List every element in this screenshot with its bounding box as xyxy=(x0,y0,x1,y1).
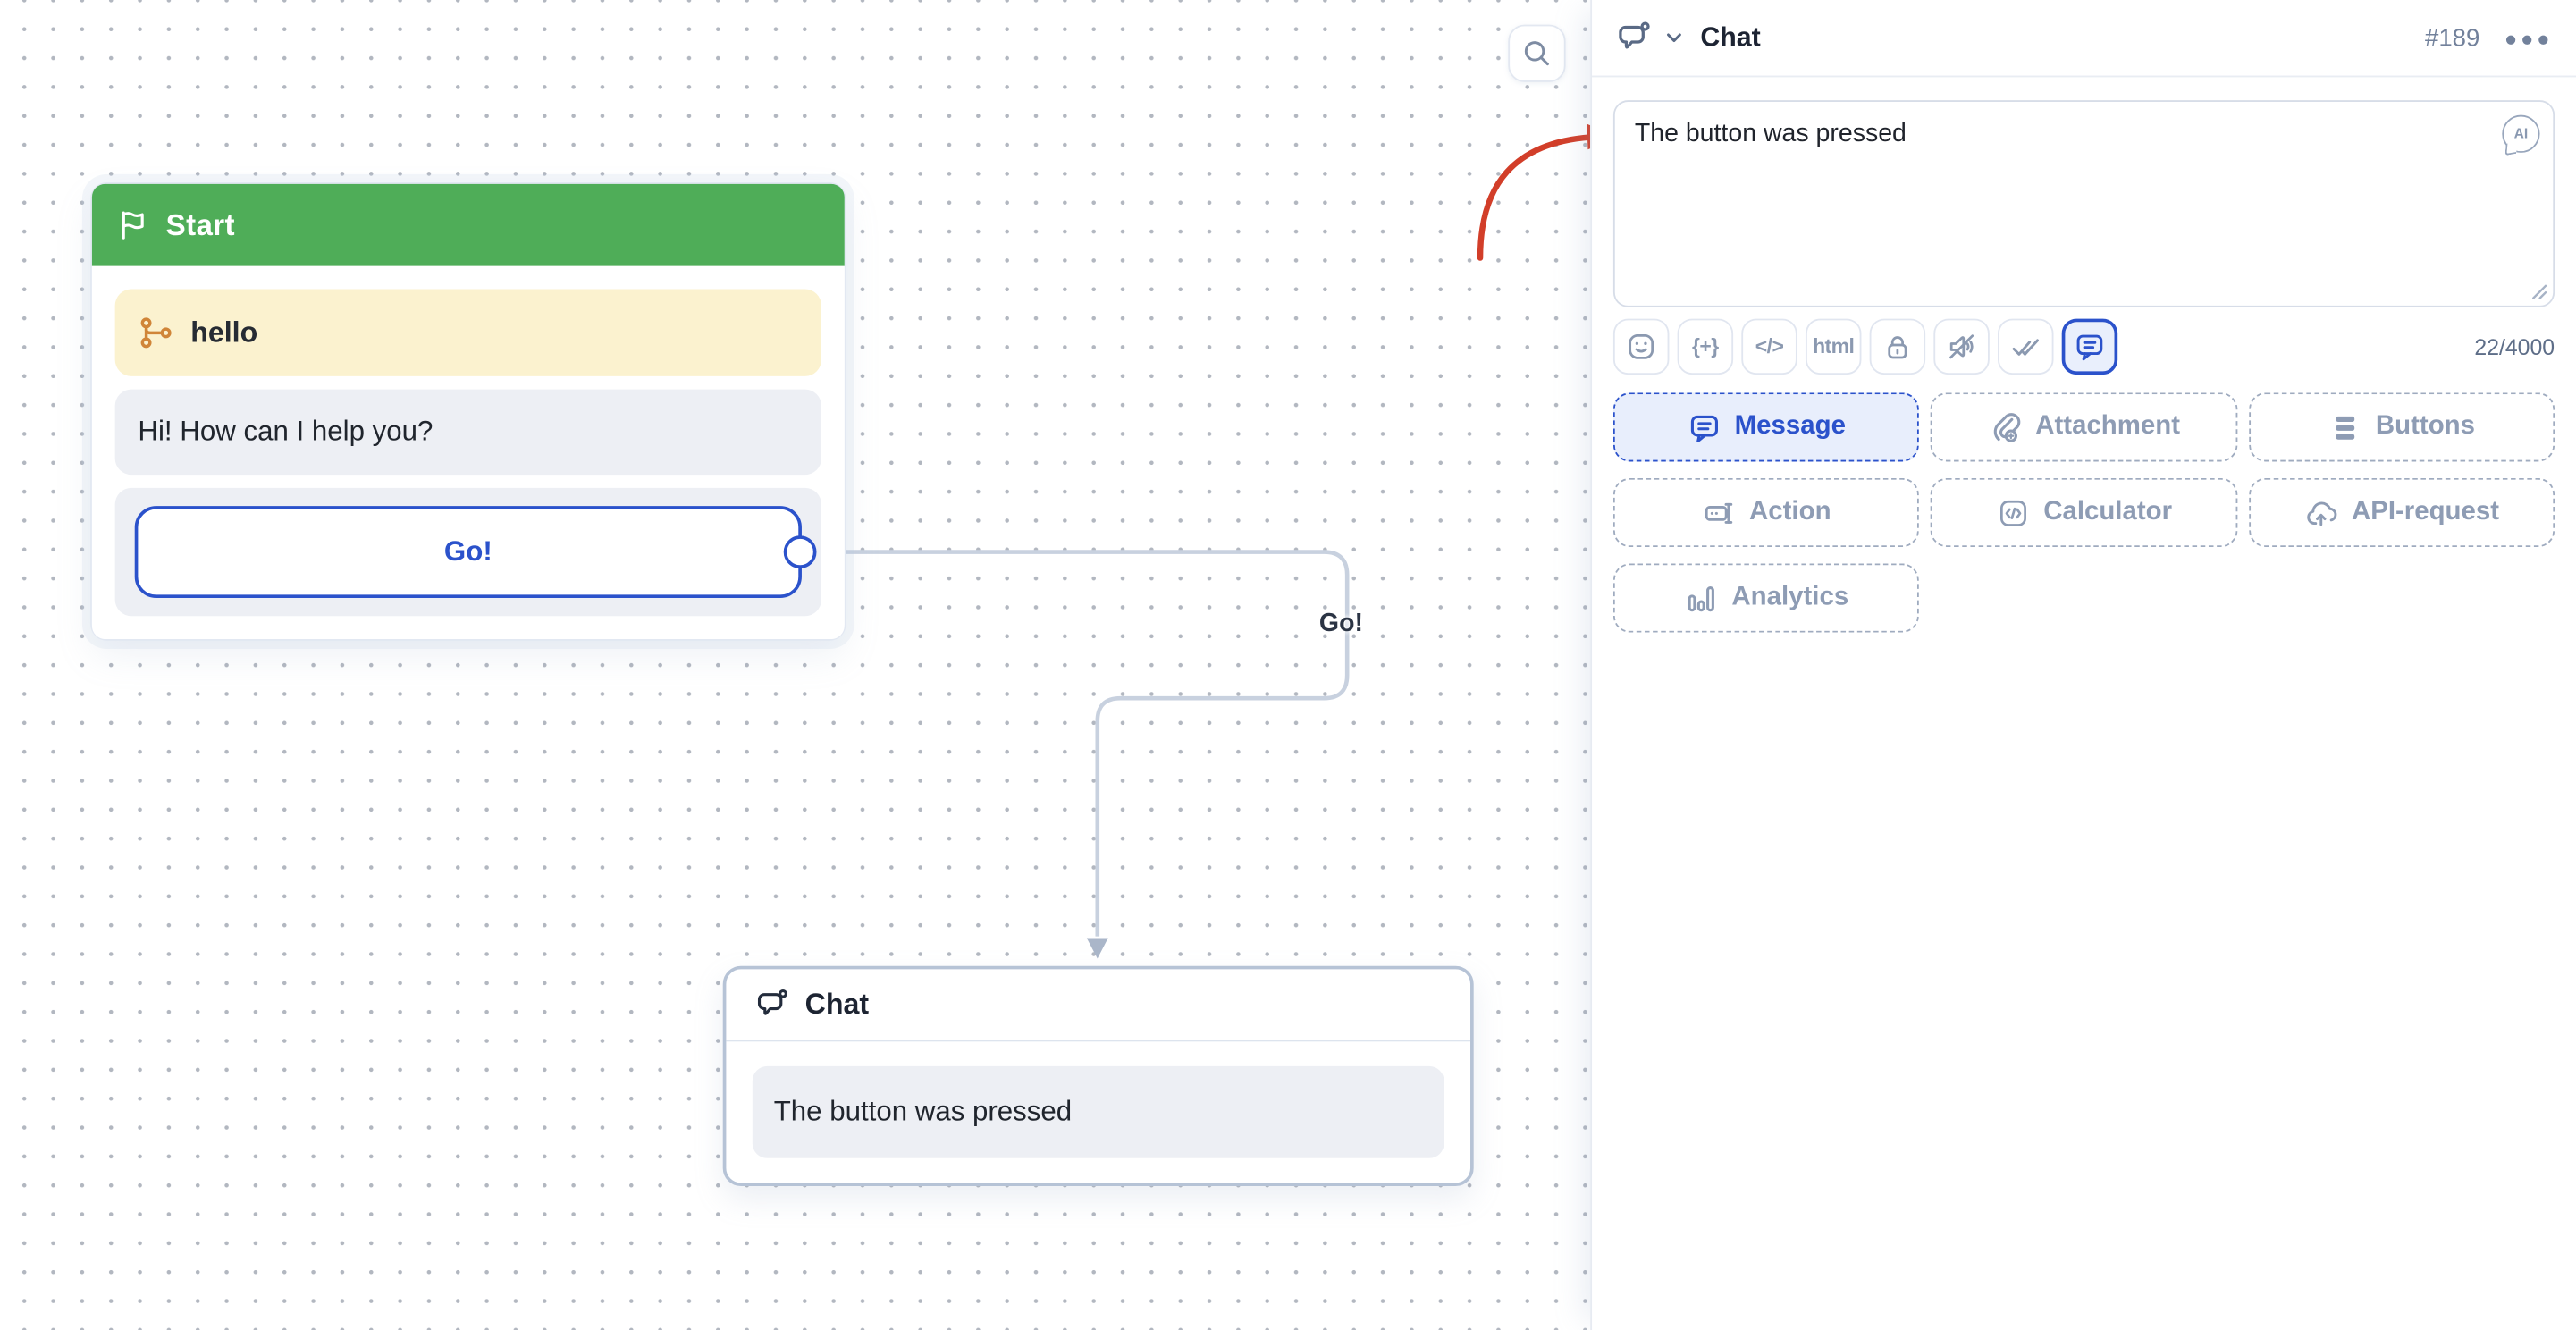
start-node-title: Start xyxy=(165,207,235,241)
start-node-body: hello Hi! How can I help you? Go! xyxy=(91,265,845,639)
chat-node-header[interactable]: Chat xyxy=(726,969,1471,1042)
mute-button[interactable] xyxy=(1933,318,1990,375)
block-attachment-button[interactable]: Attachment xyxy=(1931,392,2237,462)
chat-message-text: The button was pressed xyxy=(773,1095,1073,1127)
emoji-button[interactable] xyxy=(1612,318,1670,375)
chat-node[interactable]: Chat The button was pressed xyxy=(722,965,1474,1187)
node-type-chevron[interactable] xyxy=(1664,28,1684,47)
ai-assist-button[interactable]: AI xyxy=(2502,114,2540,153)
emoji-icon xyxy=(1629,333,1654,359)
block-api-request-button[interactable]: API-request xyxy=(2248,477,2555,548)
html-button[interactable]: html xyxy=(1805,318,1862,375)
go-button[interactable]: Go! xyxy=(134,506,817,599)
code-square-icon xyxy=(1999,499,2026,526)
search-icon xyxy=(1521,38,1553,69)
resize-handle[interactable] xyxy=(2530,282,2548,300)
block-buttons-button[interactable]: Buttons xyxy=(2248,392,2555,462)
bar-chart-icon xyxy=(1688,585,1715,611)
block-analytics-button[interactable]: Analytics xyxy=(1612,563,1920,633)
lock-button[interactable] xyxy=(1869,318,1926,375)
flag-icon xyxy=(116,208,149,241)
start-button-block[interactable]: Go! xyxy=(114,487,822,617)
start-message-chip[interactable]: Hi! How can I help you? xyxy=(114,389,822,476)
editor-toolbar: {+} </> html xyxy=(1612,318,2555,375)
node-id-badge: #189 xyxy=(2425,23,2480,52)
edge-label: Go! xyxy=(1318,609,1363,638)
chat-message-chip[interactable]: The button was pressed xyxy=(752,1065,1444,1158)
code-button[interactable]: </> xyxy=(1741,318,1797,375)
block-type-grid: Message Attachment But xyxy=(1612,392,2555,633)
message-bubble-icon xyxy=(1690,414,1718,442)
chat-node-body: The button was pressed xyxy=(726,1041,1470,1183)
cloud-upload-icon xyxy=(2308,501,2338,526)
block-action-button[interactable]: Action xyxy=(1612,477,1920,548)
mute-icon xyxy=(1949,334,1974,359)
double-check-icon xyxy=(2012,339,2039,356)
trigger-chip[interactable]: hello xyxy=(114,289,822,376)
trigger-label: hello xyxy=(190,315,258,349)
chat-bubble-dot-icon xyxy=(754,987,790,1023)
branch-icon xyxy=(138,316,173,350)
more-menu-button[interactable]: ●●● xyxy=(2504,25,2554,51)
message-mode-button[interactable] xyxy=(2061,318,2118,375)
button-stack-icon xyxy=(2336,415,2355,439)
start-message-text: Hi! How can I help you? xyxy=(138,416,434,447)
variable-icon: {+} xyxy=(1692,334,1719,358)
chat-node-title: Chat xyxy=(804,987,870,1021)
panel-title: Chat xyxy=(1700,21,1761,52)
message-input[interactable]: The button was pressed AI xyxy=(1612,100,2555,307)
char-counter: 22/4000 xyxy=(2474,334,2555,359)
output-port[interactable] xyxy=(783,535,817,568)
block-message-button[interactable]: Message xyxy=(1612,392,1920,462)
go-button-label: Go! xyxy=(443,535,492,568)
start-node-header[interactable]: Start xyxy=(91,183,845,266)
search-button[interactable] xyxy=(1508,24,1566,82)
node-settings-panel: Chat #189 ●●● The button was pressed AI xyxy=(1590,0,2576,1330)
start-node[interactable]: Start hello Hi! xyxy=(91,183,845,639)
lock-icon xyxy=(1888,336,1907,359)
double-check-button[interactable] xyxy=(1998,318,2054,375)
block-calculator-button[interactable]: Calculator xyxy=(1931,477,2237,548)
panel-header: Chat #189 ●●● xyxy=(1592,0,2576,78)
paperclip-plus-icon xyxy=(1993,412,2021,442)
message-bubble-icon xyxy=(2076,334,2103,361)
flow-canvas[interactable]: Start hello Hi! xyxy=(0,0,1591,1330)
edge-arrowhead xyxy=(1086,938,1108,959)
chat-bubble-dot-icon xyxy=(1615,19,1653,56)
message-input-value: The button was pressed xyxy=(1634,120,1907,148)
panel-body: The button was pressed AI xyxy=(1592,77,2576,655)
html-icon: html xyxy=(1813,334,1855,358)
action-field-icon xyxy=(1705,501,1732,523)
variable-button[interactable]: {+} xyxy=(1677,318,1734,375)
code-icon: </> xyxy=(1755,334,1784,358)
